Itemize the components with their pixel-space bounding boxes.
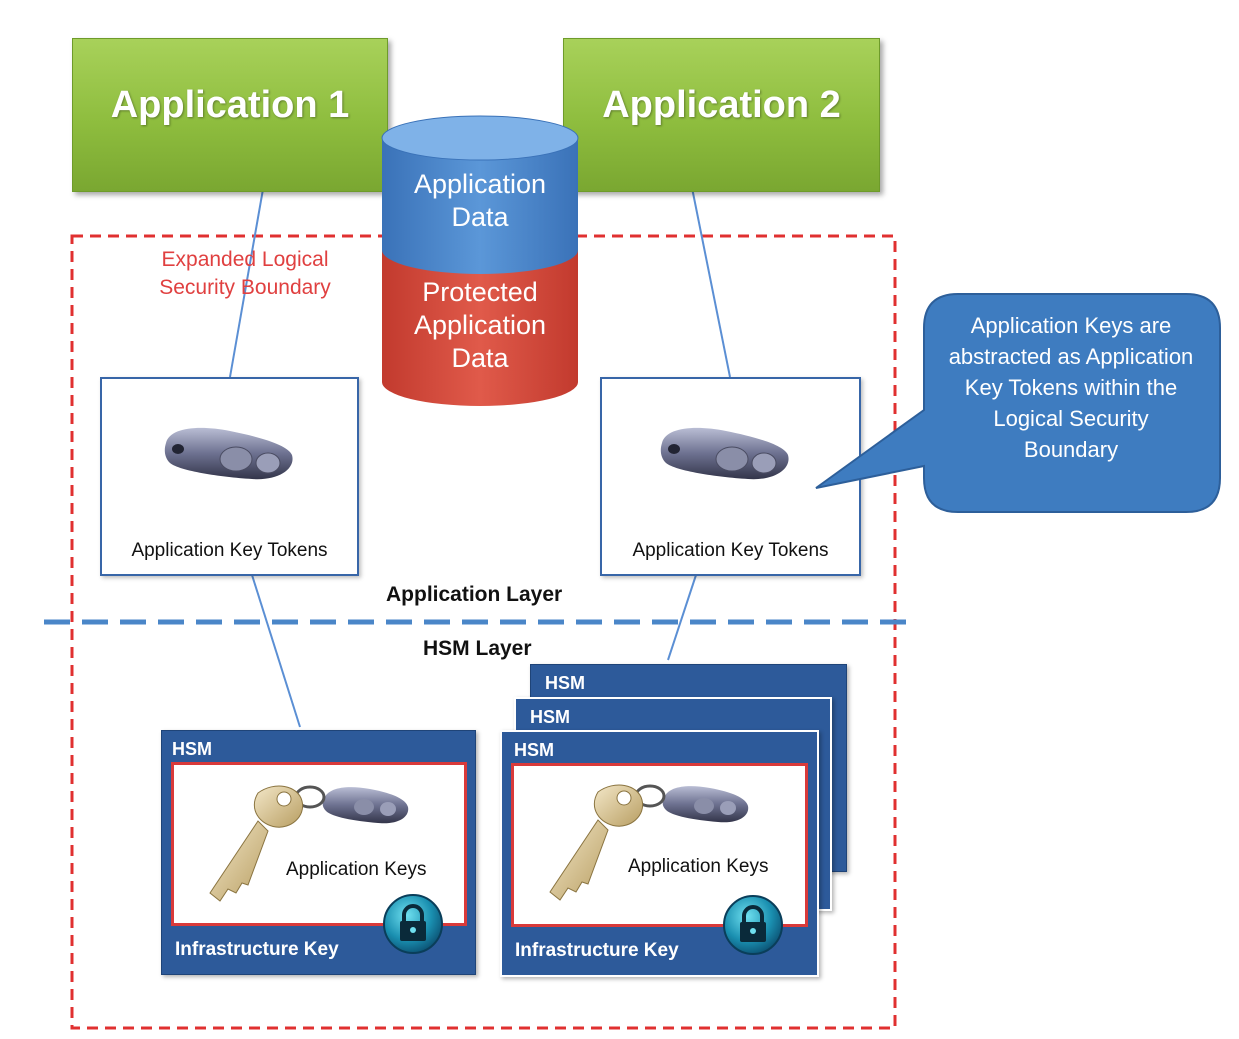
hsm-title: HSM — [514, 740, 554, 760]
lock-icon — [383, 894, 443, 954]
application-1-box: Application 1 — [72, 38, 388, 192]
hsm-title: HSM — [172, 739, 212, 759]
security-boundary-rect — [70, 234, 897, 1030]
database-bottom-label: Protected Application Data — [413, 277, 547, 373]
infrastructure-key-label: Infrastructure Key — [515, 940, 679, 961]
application-keys-label: Application Keys — [286, 859, 427, 880]
security-boundary-label: Expanded Logical Security Boundary — [159, 248, 331, 299]
application-2-box: Application 2 — [563, 38, 880, 192]
key-fob-icon — [660, 427, 789, 480]
key-with-fob-icon — [209, 785, 409, 902]
application-layer-label: Application Layer — [386, 583, 563, 606]
key-fob-icon — [164, 427, 293, 480]
hsm-title: HSM — [545, 673, 585, 693]
connector-token2-hsm — [667, 574, 697, 661]
hsm-title: HSM — [530, 707, 570, 727]
hsm-card-stack-front: HSM Application Keys Inf — [500, 730, 819, 977]
infrastructure-key-label: Infrastructure Key — [175, 939, 339, 960]
application-2-label: Application 2 — [602, 83, 841, 126]
hsm-card-left: HSM — [161, 730, 476, 975]
token-label-right: Application Key Tokens — [632, 540, 829, 561]
hsm-layer-label: HSM Layer — [423, 637, 532, 660]
key-with-fob-icon — [549, 784, 749, 901]
token-label-left: Application Key Tokens — [131, 540, 328, 561]
application-1-label: Application 1 — [110, 83, 350, 126]
token-box-left: Application Key Tokens — [100, 377, 359, 576]
database-top-label: Application Data — [413, 169, 547, 232]
lock-icon — [723, 895, 783, 955]
callout-text: Application Keys are abstracted as Appli… — [948, 313, 1194, 462]
connector-token1-hsm — [251, 574, 301, 728]
application-keys-label: Application Keys — [628, 856, 769, 877]
database-cylinder-icon — [381, 115, 579, 406]
callout-bubble — [815, 293, 1221, 513]
token-box-right: Application Key Tokens — [600, 377, 861, 576]
